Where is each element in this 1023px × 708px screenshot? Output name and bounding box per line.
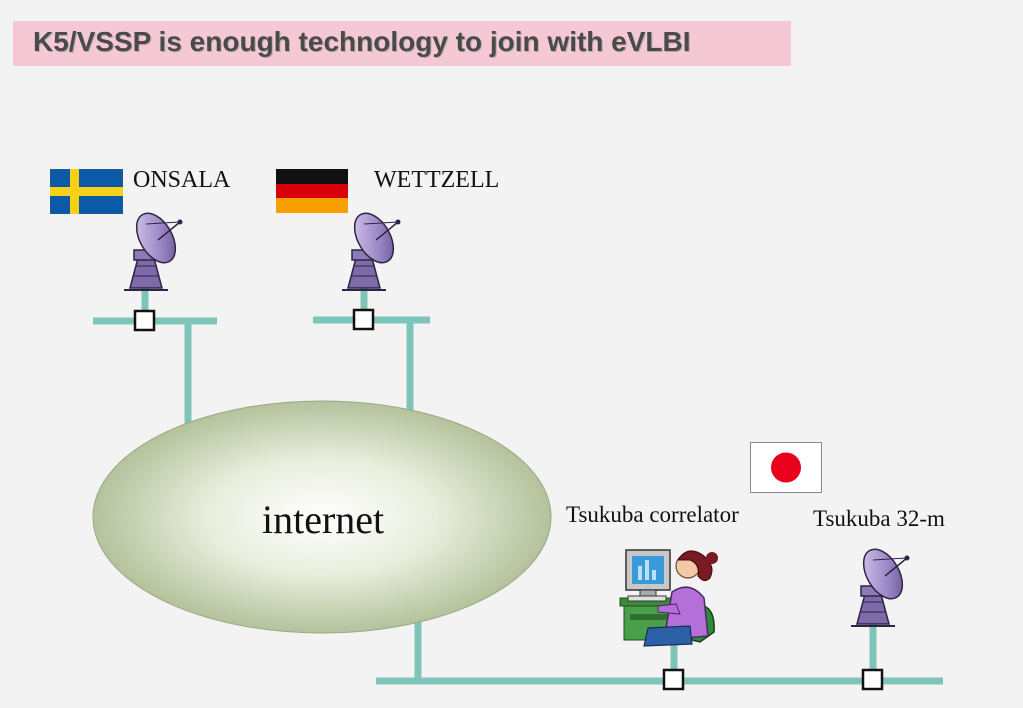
sweden-flag-icon <box>50 169 123 214</box>
tsukuba-label: Tsukuba 32-m <box>813 506 945 531</box>
network-links <box>93 288 943 685</box>
wettzell-node <box>352 308 375 331</box>
correlator-node <box>662 668 685 691</box>
onsala-antenna-icon <box>123 205 185 291</box>
japan-flag-icon <box>750 442 822 493</box>
internet-label: internet <box>262 497 385 542</box>
wettzell-antenna-icon <box>341 205 403 291</box>
tsukuba-antenna-icon <box>850 541 912 627</box>
wettzell-label: WETTZELL <box>374 167 500 193</box>
onsala-label: ONSALA <box>133 167 231 193</box>
germany-flag-icon <box>276 169 348 213</box>
tsukuba-node <box>861 668 884 691</box>
title-band <box>13 21 791 66</box>
page-title: K5/VSSP is enough technology to join wit… <box>33 26 691 57</box>
operator-at-computer-icon <box>619 549 718 647</box>
correlator-label: Tsukuba correlator <box>566 502 739 527</box>
onsala-node <box>133 309 156 332</box>
internet-cloud <box>92 400 552 634</box>
